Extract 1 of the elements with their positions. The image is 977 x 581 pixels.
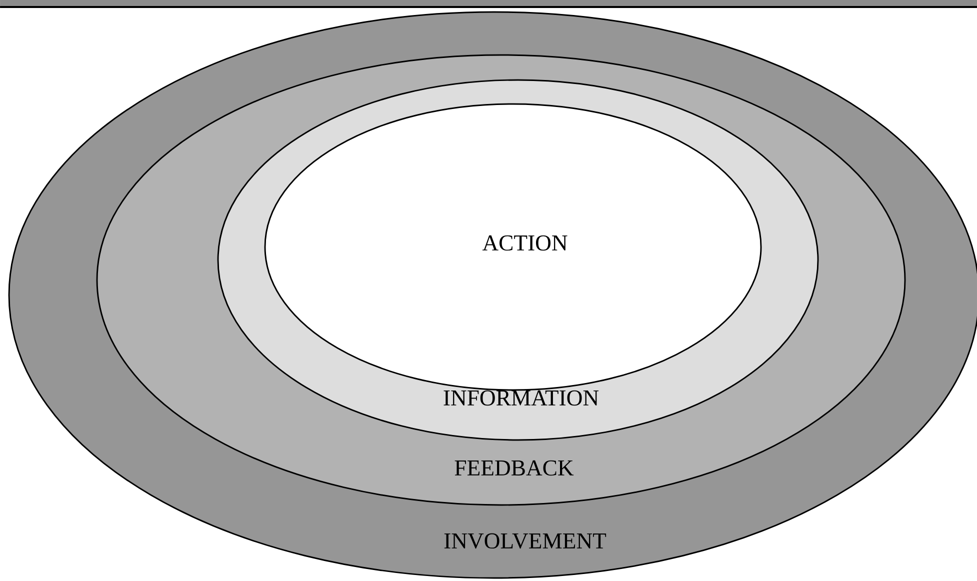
ellipse-band: ACTION bbox=[264, 103, 762, 391]
